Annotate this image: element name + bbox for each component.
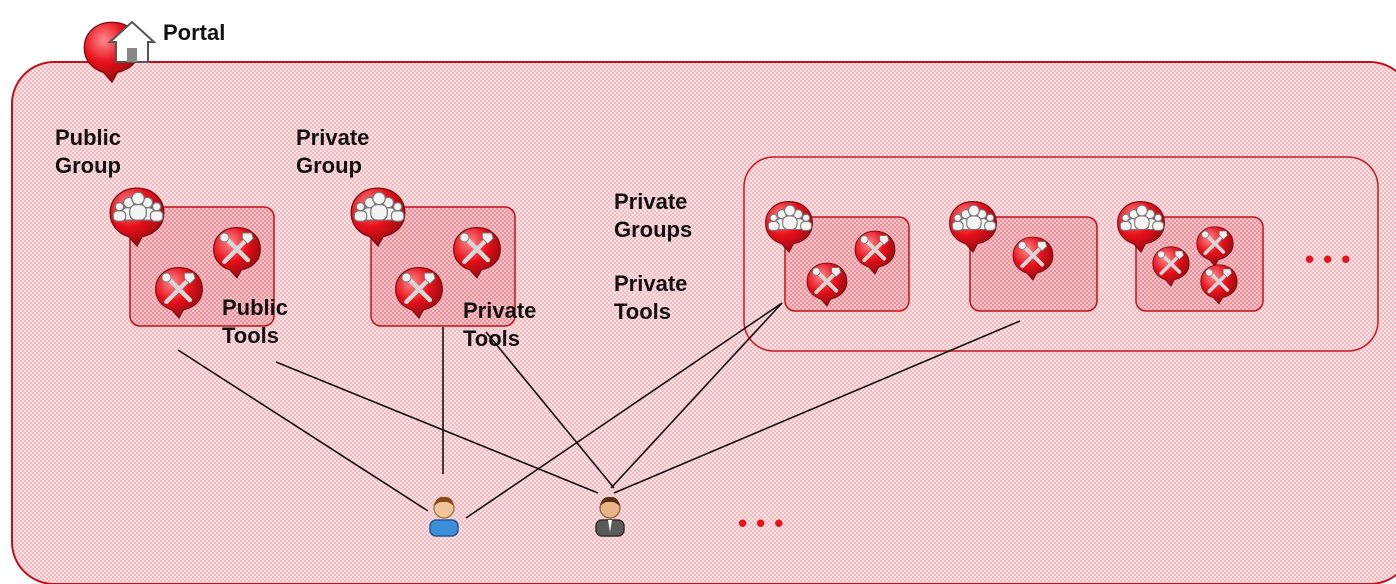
- private-group-label-line1: Private: [296, 125, 370, 150]
- private-tools-panel-label-line1: Private: [614, 271, 688, 296]
- connector-line: [485, 331, 615, 489]
- connector-line: [610, 302, 783, 489]
- public-tools-label-line1: Public: [222, 295, 289, 320]
- private-groups-label-line1: Private: [614, 189, 688, 214]
- more-groups-ellipsis: •••: [1305, 244, 1360, 274]
- portal-title: Portal: [163, 20, 226, 45]
- private-groups-label: Private Groups: [614, 188, 692, 244]
- private-tools-panel-label-line2: Tools: [614, 299, 672, 324]
- private-tools-label-line1: Private: [463, 298, 537, 323]
- public-tools-label-line2: Tools: [222, 323, 280, 348]
- private-group-label: Private Group: [296, 124, 369, 180]
- public-group-label-line1: Public: [55, 125, 122, 150]
- connector-line: [275, 361, 599, 494]
- connector-line: [465, 302, 783, 519]
- more-users-ellipsis: •••: [738, 508, 793, 538]
- public-group-label: Public Group: [55, 124, 121, 180]
- connector-line: [613, 320, 1021, 494]
- public-tools-label: Public Tools: [222, 294, 288, 350]
- private-group-label-line2: Group: [296, 153, 362, 178]
- private-tools-label-line2: Tools: [463, 326, 521, 351]
- private-tools-label: Private Tools: [463, 297, 536, 353]
- connectors: [177, 302, 1021, 519]
- connector-line: [177, 349, 429, 512]
- private-groups-label-line2: Groups: [614, 217, 693, 242]
- private-tools-panel-label: Private Tools: [614, 270, 687, 326]
- public-group-label-line2: Group: [55, 153, 121, 178]
